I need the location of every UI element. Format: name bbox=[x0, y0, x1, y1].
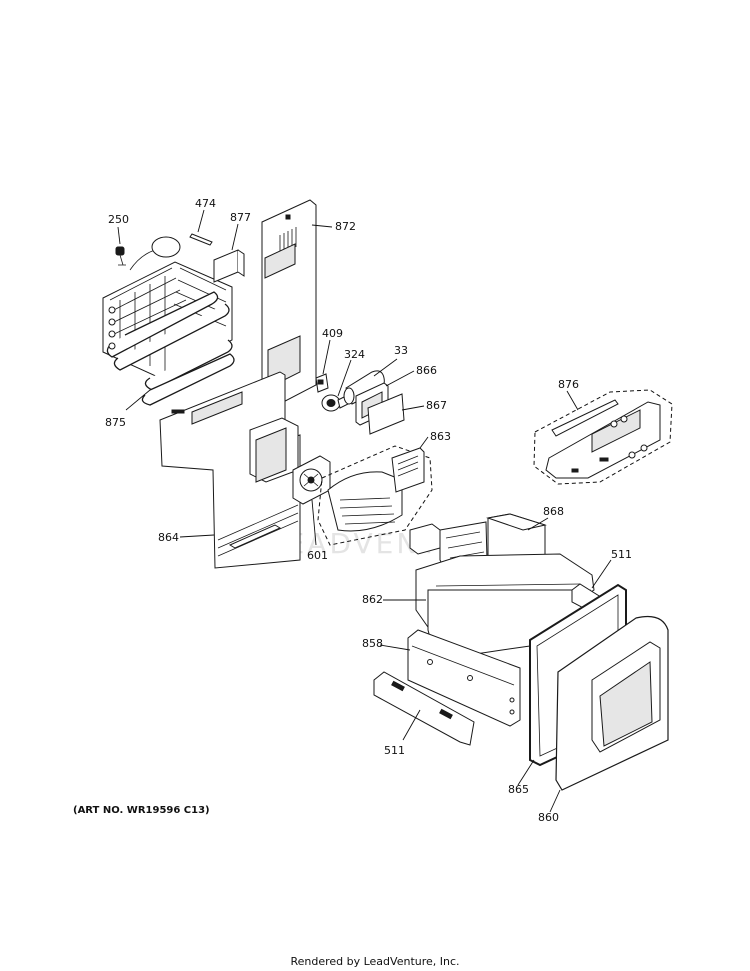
part-875-evaporator[interactable] bbox=[102, 261, 235, 406]
footer-credit: Rendered by LeadVenture, Inc. bbox=[290, 955, 460, 968]
callout-868: 868 bbox=[543, 505, 564, 518]
part-474-rod[interactable] bbox=[189, 233, 213, 246]
part-877-bracket[interactable] bbox=[213, 249, 245, 283]
callout-474: 474 bbox=[195, 197, 216, 210]
art-number: (ART NO. WR19596 C13) bbox=[73, 805, 210, 816]
callout-867: 867 bbox=[426, 399, 447, 412]
callout-858: 858 bbox=[362, 637, 383, 650]
part-511-slide-rail-lower[interactable] bbox=[373, 671, 475, 746]
callout-866: 866 bbox=[416, 364, 437, 377]
callout-860: 860 bbox=[538, 811, 559, 824]
callout-872: 872 bbox=[335, 220, 356, 233]
callout-864: 864 bbox=[158, 531, 179, 544]
callout-863: 863 bbox=[430, 430, 451, 443]
part-250-sensor[interactable] bbox=[115, 236, 181, 271]
part-864-rear-panel[interactable] bbox=[159, 371, 301, 569]
callout-33: 33 bbox=[394, 344, 408, 357]
callout-511-upper: 511 bbox=[611, 548, 632, 561]
part-872-cover-panel[interactable] bbox=[261, 199, 317, 411]
part-860-door-front[interactable] bbox=[555, 615, 669, 791]
callout-250: 250 bbox=[108, 213, 129, 226]
callout-865: 865 bbox=[508, 783, 529, 796]
callout-409: 409 bbox=[322, 327, 343, 340]
callout-324: 324 bbox=[344, 348, 365, 361]
part-867-flap[interactable] bbox=[367, 393, 405, 435]
part-858-support-bracket[interactable] bbox=[407, 629, 521, 727]
callout-labels: 250 474 877 872 875 409 324 33 866 867 8… bbox=[105, 197, 632, 824]
leader-lines bbox=[117, 209, 612, 813]
part-863-duct-assembly[interactable] bbox=[317, 445, 433, 546]
callout-511-lower: 511 bbox=[384, 744, 405, 757]
part-876-control-assembly[interactable] bbox=[533, 389, 673, 485]
callout-862: 862 bbox=[362, 593, 383, 606]
part-324-coupler[interactable] bbox=[321, 393, 353, 412]
part-409-switch[interactable] bbox=[315, 373, 329, 393]
callout-875: 875 bbox=[105, 416, 126, 429]
callout-601: 601 bbox=[307, 549, 328, 562]
callout-877: 877 bbox=[230, 211, 251, 224]
callout-876: 876 bbox=[558, 378, 579, 391]
